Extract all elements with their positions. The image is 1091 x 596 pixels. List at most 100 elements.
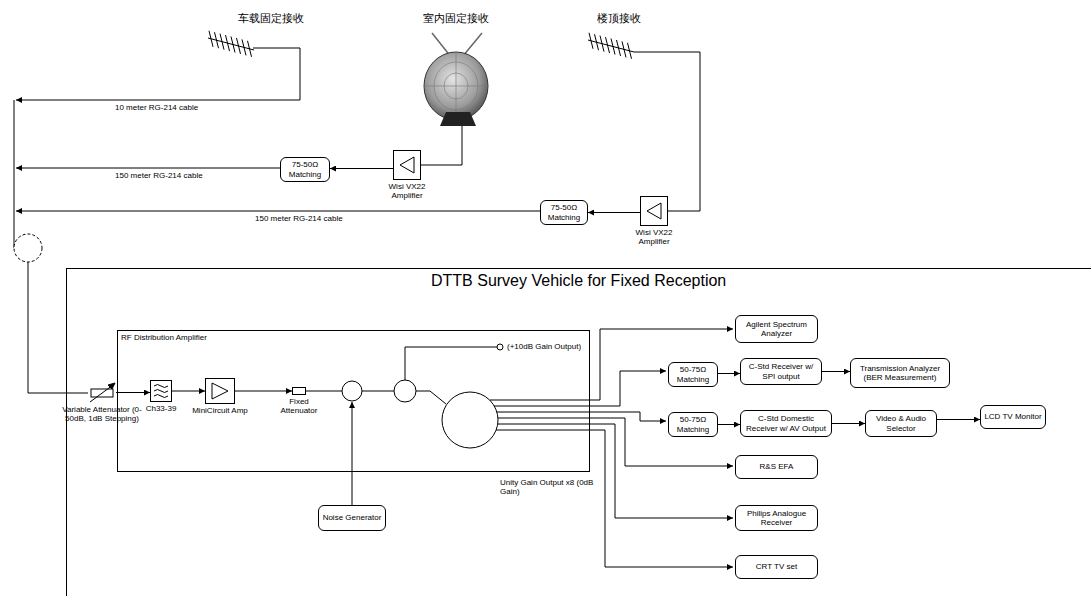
process-box: C-Std Domestic Receiver w/ AV Output [740, 410, 832, 437]
node-text: C-Std Domestic Receiver w/ AV Output [743, 414, 829, 432]
rf-wiring [496, 430, 733, 567]
symbol-stroke [394, 151, 421, 180]
symbol-label: Variable Attenuator (0-50dB, 1dB Steppin… [62, 405, 142, 423]
symbol-stroke [154, 395, 168, 398]
symbol-stroke [647, 203, 661, 219]
amp-symbol [205, 378, 235, 404]
fixed-symbol [292, 387, 306, 395]
connector [832, 423, 865, 424]
cable-label: Unity Gain Output x8 (0dB Gain) [500, 478, 595, 496]
yagi-antenna [622, 41, 626, 57]
cable [28, 262, 88, 393]
rf-wiring [498, 424, 733, 518]
yagi-antenna [209, 31, 213, 47]
process-box: R&S EFA [735, 455, 818, 479]
process-box: LCD TV Monitor [980, 405, 1046, 429]
yagi-antenna [628, 43, 632, 59]
amp-symbol [393, 150, 421, 180]
amp-block: Wisi VX22 Amplifier [640, 196, 668, 226]
rf-wiring [490, 329, 733, 400]
cable-label: 10 meter RG-214 cable [115, 103, 198, 112]
yagi-antenna [595, 34, 599, 50]
antenna-caption: 车载固定接收 [238, 12, 304, 25]
connector [116, 392, 150, 393]
process-box: Philips Analogue Receiver [735, 505, 818, 531]
antenna-caption: 楼顶接收 [597, 12, 641, 25]
yagi-antenna [606, 37, 610, 53]
symbol-stroke [154, 385, 168, 388]
process-box: Noise Generator [318, 505, 386, 531]
process-box: Agilent Spectrum Analyzer [735, 315, 818, 343]
node-text: CRT TV set [756, 562, 797, 571]
amplifier-unit: RF Distribution AmplifierCh33-39MiniCirc… [117, 330, 590, 472]
symbol-label: Fixed Attenuator [274, 397, 324, 415]
symbol-label: Ch33-39 [136, 404, 186, 413]
cable [14, 100, 15, 248]
node-text: 75-50Ω Matching [283, 160, 327, 178]
indoor-antenna [424, 33, 488, 126]
symbol-stroke [400, 157, 414, 173]
connector [588, 212, 640, 213]
yagi-antenna [220, 34, 224, 50]
amp-symbol [640, 196, 668, 226]
rf-wiring [306, 329, 733, 567]
rf-wiring [497, 344, 503, 350]
rf-wiring [405, 347, 497, 380]
cable [634, 52, 700, 211]
rf-wiring [306, 391, 342, 392]
rf-wiring [342, 381, 362, 401]
indoor-antenna [440, 112, 476, 126]
rf-wiring [416, 391, 446, 404]
rf-wiring [494, 371, 666, 406]
symbol-label: MiniCircuit Amp [185, 406, 255, 415]
yagi-antenna [237, 38, 241, 54]
process-box: 75-50Ω Matching [280, 157, 330, 182]
symbol-stroke [90, 385, 113, 402]
cable-label: 150 meter RG-214 cable [255, 214, 343, 223]
amp-block: MiniCircuit Amp [205, 378, 235, 404]
symbol-stroke [108, 383, 115, 389]
rf-wiring [362, 391, 394, 392]
yagi-antenna [588, 40, 634, 52]
rf-wiring [394, 380, 416, 402]
process-box: 75-50Ω Matching [540, 200, 588, 225]
yagi-antenna [600, 36, 604, 52]
connector [718, 424, 740, 425]
connector [822, 371, 850, 372]
node-text: 50-75Ω Matching [671, 415, 715, 433]
node-text: R&S EFA [760, 462, 794, 471]
node-text: Noise Generator [323, 513, 382, 522]
process-box: Transmission Analyzer (BER Measurement) [850, 358, 950, 388]
indoor-antenna [456, 52, 457, 120]
node-text: Video & Audio Selector [868, 414, 934, 432]
cable [421, 126, 462, 165]
indoor-antenna [424, 52, 488, 120]
yagi-antenna [215, 32, 219, 48]
cable-label: (+10dB Gain Output) [507, 342, 581, 351]
node-text: 50-75Ω Matching [671, 365, 715, 383]
cable [16, 48, 300, 100]
symbol-stroke [293, 388, 306, 395]
symbol-stroke [151, 381, 172, 402]
yagi-antenna [208, 38, 254, 50]
symbol-stroke [206, 379, 235, 404]
yagi-antenna [208, 31, 634, 59]
region-title: DTTB Survey Vehicle for Fixed Reception [431, 272, 726, 290]
fixed-block: Fixed Attenuator [292, 387, 306, 395]
symbol-stroke [212, 383, 228, 399]
amp-block: Wisi VX22 Amplifier [393, 150, 421, 180]
node-text: LCD TV Monitor [984, 412, 1041, 421]
yagi-antenna [226, 35, 230, 51]
rf-wiring [497, 412, 666, 421]
unit-title: RF Distribution Amplifier [121, 333, 207, 342]
filter-block: Ch33-39 [150, 380, 172, 402]
symbol-label: Wisi VX22 Amplifier [377, 182, 437, 200]
symbol-stroke [154, 390, 168, 393]
filter-symbol [150, 380, 172, 402]
node-text: Agilent Spectrum Analyzer [738, 320, 815, 338]
symbol-label: Wisi VX22 Amplifier [624, 228, 684, 246]
atten-block: Variable Attenuator (0-50dB, 1dB Steppin… [88, 383, 116, 403]
